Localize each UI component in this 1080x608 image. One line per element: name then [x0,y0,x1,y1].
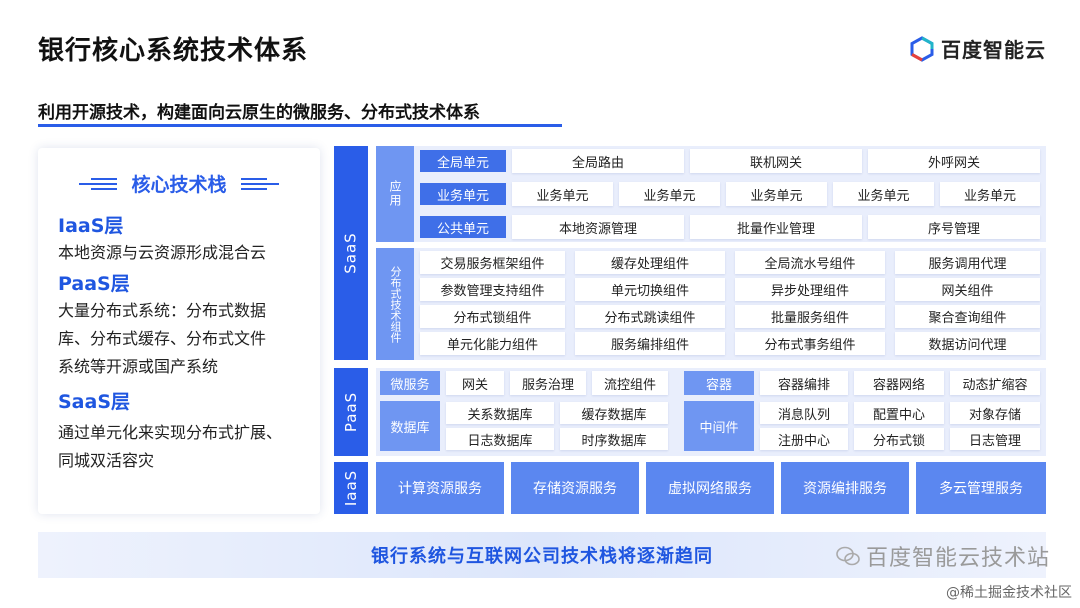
iaas-cell: 多云管理服务 [916,462,1046,514]
paas-cell: 缓存数据库 [560,402,668,424]
component-cell: 缓存处理组件 [575,251,725,274]
app-cell: 业务单元 [512,182,613,206]
component-cell: 批量服务组件 [735,305,885,328]
app-sublabel: 应用 [376,146,414,242]
heading-deco-right [240,177,279,190]
core-stack-heading: 核心技术栈 [58,170,300,197]
paas-cell: 动态扩缩容 [950,371,1040,395]
layer-paas-desc: PaaS层 大量分布式系统：分布式数据 库、分布式缓存、分布式文件 系统等开源或… [58,271,300,381]
layer-name: IaaS层 [58,215,124,237]
layer-line: 通过单元化来实现分布式扩展、 [58,423,283,442]
paas-cell: 日志管理 [950,428,1040,450]
component-cell: 服务编排组件 [575,332,725,355]
tag-database: 数据库 [380,401,440,451]
component-cell: 全局流水号组件 [735,251,885,274]
layer-line: 库、分布式缓存、分布式文件 [58,329,267,348]
component-cell: 分布式跳读组件 [575,305,725,328]
tag-microservice: 微服务 [380,371,440,395]
iaas-cell: 资源编排服务 [781,462,909,514]
tag-global-unit: 全局单元 [420,150,506,172]
paas-cell: 配置中心 [854,402,944,424]
layer-name: SaaS层 [58,391,131,413]
app-cell: 全局路由 [512,149,684,173]
paas-cell: 消息队列 [760,402,848,424]
logo-text: 百度智能云 [941,38,1046,62]
component-cell: 单元化能力组件 [420,332,565,355]
components-sublabel: 分布式技术组件 [376,248,414,360]
brand-logo: 百度智能云 [909,34,1046,63]
component-cell: 分布式事务组件 [735,332,885,355]
paas-cell: 容器网络 [854,371,944,395]
paas-cell: 服务治理 [510,371,586,395]
tag-common-unit: 公共单元 [420,216,506,238]
saas-layer-label: SaaS [334,146,368,360]
app-cell: 本地资源管理 [512,215,684,239]
iaas-layer-label: IaaS [334,462,368,514]
layer-line: 同城双活容灾 [58,451,155,470]
tag-container: 容器 [684,371,754,395]
layer-line: 大量分布式系统：分布式数据 [58,301,267,320]
iaas-cell: 虚拟网络服务 [646,462,774,514]
component-cell: 数据访问代理 [895,332,1040,355]
core-stack-panel: 核心技术栈 IaaS层 本地资源与云资源形成混合云 PaaS层 大量分布式系统：… [38,148,320,514]
component-cell: 分布式锁组件 [420,305,565,328]
component-cell: 单元切换组件 [575,278,725,301]
subtitle: 利用开源技术，构建面向云原生的微服务、分布式技术体系 [38,103,480,123]
core-stack-title: 核心技术栈 [131,174,227,196]
paas-cell: 时序数据库 [560,428,668,450]
paas-cell: 网关 [446,371,504,395]
component-cell: 异步处理组件 [735,278,885,301]
app-cell: 批量作业管理 [690,215,862,239]
tag-business-unit: 业务单元 [420,183,506,205]
app-cell: 联机网关 [690,149,862,173]
heading-deco-left [79,177,118,190]
paas-cell: 日志数据库 [446,428,554,450]
paas-cell: 对象存储 [950,402,1040,424]
paas-cell: 关系数据库 [446,402,554,424]
subtitle-underline [38,124,562,127]
wechat-icon [836,546,860,566]
component-cell: 网关组件 [895,278,1040,301]
component-cell: 聚合查询组件 [895,305,1040,328]
app-cell: 外呼网关 [868,149,1040,173]
paas-layer-label: PaaS [334,368,368,456]
tag-middleware: 中间件 [684,401,754,451]
iaas-cell: 存储资源服务 [511,462,639,514]
component-cell: 服务调用代理 [895,251,1040,274]
iaas-cell: 计算资源服务 [376,462,504,514]
app-cell: 序号管理 [868,215,1040,239]
app-cell: 业务单元 [619,182,720,206]
watermark-text: 百度智能云技术站 [865,546,1050,571]
slide-title: 银行核心系统技术体系 [38,36,309,66]
layer-name: PaaS层 [58,273,130,295]
architecture-diagram: SaaS 应用 全局单元 全局路由 联机网关 外呼网关 业务单元 业务单元 业务… [334,146,1046,518]
watermark: 百度智能云技术站 [836,540,1050,572]
cloud-hexagon-icon [910,35,934,62]
layer-saas-desc: SaaS层 通过单元化来实现分布式扩展、 同城双活容灾 [58,389,300,475]
watermark-community: @稀土掘金技术社区 [944,582,1074,602]
component-cell: 交易服务框架组件 [420,251,565,274]
layer-iaas-desc: IaaS层 本地资源与云资源形成混合云 [58,213,300,267]
paas-cell: 分布式锁 [854,428,944,450]
banner-text: 银行系统与互联网公司技术栈将逐渐趋同 [371,546,713,567]
conclusion-banner: 银行系统与互联网公司技术栈将逐渐趋同 [38,532,1046,578]
paas-cell: 流控组件 [592,371,668,395]
layer-line: 本地资源与云资源形成混合云 [58,243,267,262]
app-cell: 业务单元 [726,182,827,206]
component-cell: 参数管理支持组件 [420,278,565,301]
paas-cell: 容器编排 [760,371,848,395]
paas-cell: 注册中心 [760,428,848,450]
layer-line: 系统等开源或国产系统 [58,357,219,376]
app-cell: 业务单元 [940,182,1040,206]
app-cell: 业务单元 [833,182,934,206]
